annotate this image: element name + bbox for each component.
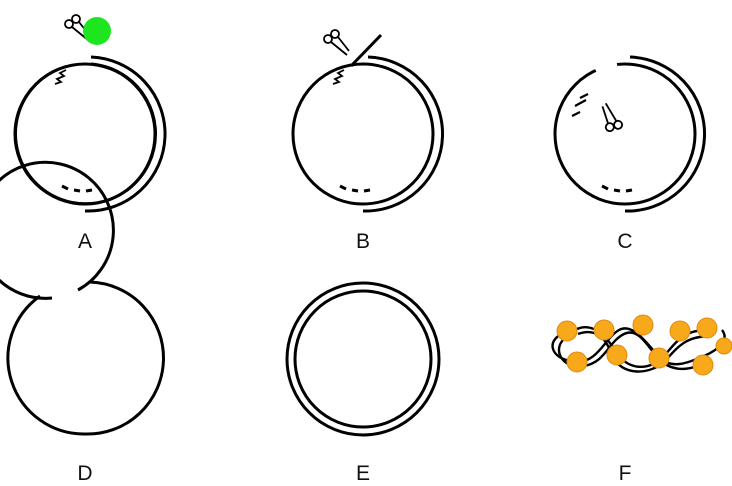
nucleosome	[670, 321, 690, 341]
panel-f-label: F	[619, 462, 632, 485]
nucleosome	[649, 348, 669, 368]
panel-a-frayed-end	[55, 70, 66, 84]
nucleosome	[567, 352, 587, 372]
panel-e: E	[287, 283, 439, 485]
nucleosome	[607, 345, 627, 365]
nucleosome	[716, 338, 732, 354]
panel-b: B	[293, 30, 443, 253]
panel-d-label: D	[77, 462, 92, 485]
panel-c-plasmid	[555, 57, 705, 211]
panel-b-cut-strand	[351, 35, 381, 66]
panel-a-gap-marks	[62, 186, 92, 191]
nucleosome	[697, 318, 717, 338]
panel-b-label: B	[356, 230, 370, 253]
panel-c-scissors-icon	[595, 103, 627, 135]
panel-a-plasmid	[8, 57, 165, 211]
panel-c: C	[555, 57, 705, 253]
panel-b-gap-marks	[340, 186, 370, 191]
panel-c-gap-marks	[602, 186, 632, 191]
panel-c-fragments	[572, 94, 588, 116]
panel-b-frayed-end	[333, 70, 344, 84]
nucleosome	[557, 321, 577, 341]
panel-b-scissors-icon	[324, 30, 349, 55]
nucleosome	[633, 315, 653, 335]
panel-f: F	[553, 315, 732, 485]
panel-b-plasmid	[293, 57, 443, 211]
panel-a-label: A	[78, 230, 92, 253]
nucleosome	[693, 355, 713, 375]
nucleosome	[594, 320, 614, 340]
panel-c-label: C	[617, 230, 632, 253]
panel-a: A	[8, 15, 165, 253]
panel-e-plasmid	[287, 283, 439, 435]
panel-d: D	[0, 162, 163, 485]
panel-e-label: E	[356, 462, 370, 485]
panel-a-bound-protein	[83, 17, 111, 45]
